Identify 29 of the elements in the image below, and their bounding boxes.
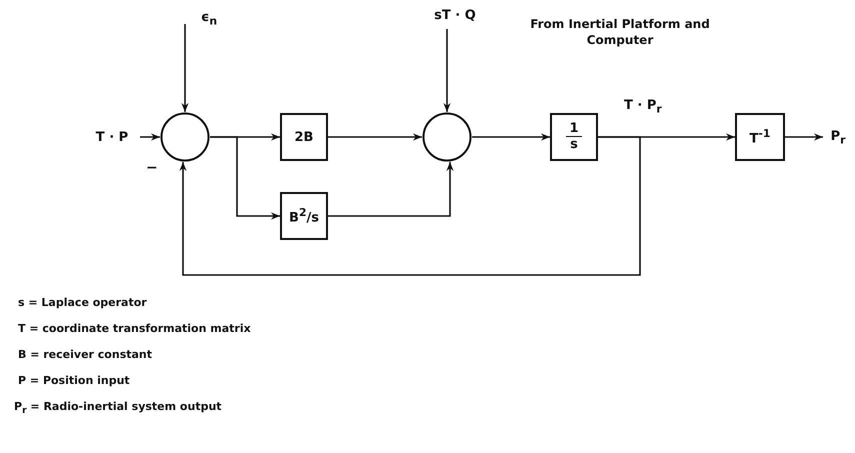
arrow	[179, 136, 641, 276]
legend-definition: P = Position input	[18, 374, 130, 387]
source-note: From Inertial Platform and Computer	[529, 16, 711, 48]
arrow	[181, 24, 189, 112]
arrow	[472, 133, 550, 141]
arrow	[328, 162, 454, 217]
signal-label: P$_{r}$	[830, 129, 846, 147]
signal-label: T · P	[96, 130, 128, 144]
arrow	[210, 136, 280, 220]
transfer-function-block	[280, 192, 328, 240]
legend-definition: B = receiver constant	[18, 348, 152, 361]
transfer-function-block	[735, 113, 785, 161]
legend-definition: s = Laplace operator	[18, 296, 147, 309]
arrow	[140, 133, 160, 141]
arrow	[785, 133, 823, 141]
block-label: 1	[566, 122, 582, 138]
minus-sign: −	[146, 160, 158, 176]
transfer-function-block	[280, 113, 328, 161]
block-label: B$^{2}$/s	[289, 206, 319, 226]
legend-definition: P$_{r}$ = Radio-inertial system output	[14, 400, 222, 416]
signal-label: sT · Q	[434, 8, 476, 22]
transfer-function-block	[550, 113, 598, 161]
signal-label: ϵ$_{n}$	[200, 10, 218, 28]
arrow	[443, 29, 451, 112]
block-label: T$^{-1}$	[750, 127, 770, 147]
block-label: 2B	[294, 130, 314, 144]
arrow	[328, 133, 422, 141]
legend-definition: T = coordinate transformation matrix	[18, 322, 251, 335]
block-label: s	[570, 137, 578, 152]
